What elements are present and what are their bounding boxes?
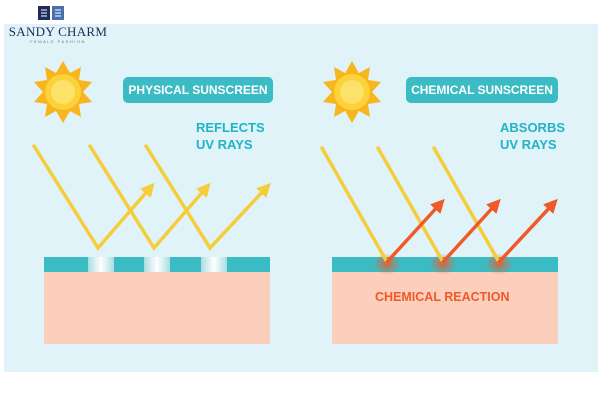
- absorption-point: [485, 253, 513, 275]
- chemical-reaction-label: CHEMICAL REACTION: [375, 290, 510, 304]
- reflected-ray: [88, 144, 211, 251]
- physical-sunscreen-title: PHYSICAL SUNSCREEN: [123, 77, 273, 103]
- brand-mark-icon: [38, 6, 64, 20]
- incoming-ray: [320, 146, 389, 264]
- incoming-ray: [376, 146, 445, 264]
- absorption-point: [373, 253, 401, 275]
- reflective-particle: [201, 257, 227, 272]
- sun-icon: [34, 61, 92, 123]
- skin-layer: [44, 272, 270, 344]
- skin-layer: [332, 272, 558, 344]
- reflective-particle: [144, 257, 170, 272]
- brand-tagline: FEMALE FASHION: [30, 39, 86, 44]
- absorption-point: [429, 253, 457, 275]
- reflective-particle: [88, 257, 114, 272]
- brand-name: SANDY CHARM: [8, 24, 108, 39]
- chemical-effect-line1: ABSORBS: [500, 120, 566, 135]
- transformed-ray: [497, 198, 558, 264]
- chemical-effect-line2: UV RAYS: [500, 137, 557, 152]
- reflected-ray: [144, 144, 271, 251]
- brand-logo: SANDY CHARM FEMALE FASHION: [8, 4, 108, 48]
- transformed-rays: [385, 198, 558, 264]
- incoming-rays: [320, 146, 501, 264]
- sun-icon: [323, 61, 381, 123]
- reflected-ray: [32, 144, 155, 251]
- sunscreen-layer: [44, 257, 270, 272]
- chemical-sunscreen-title: CHEMICAL SUNSCREEN: [406, 77, 558, 103]
- physical-effect-line1: REFLECTS: [196, 120, 265, 135]
- reflected-rays: [32, 144, 271, 251]
- absorption-glows: [373, 253, 513, 275]
- physical-effect-line2: UV RAYS: [196, 137, 253, 152]
- incoming-ray: [432, 146, 501, 264]
- transformed-ray: [441, 198, 501, 264]
- transformed-ray: [385, 198, 445, 264]
